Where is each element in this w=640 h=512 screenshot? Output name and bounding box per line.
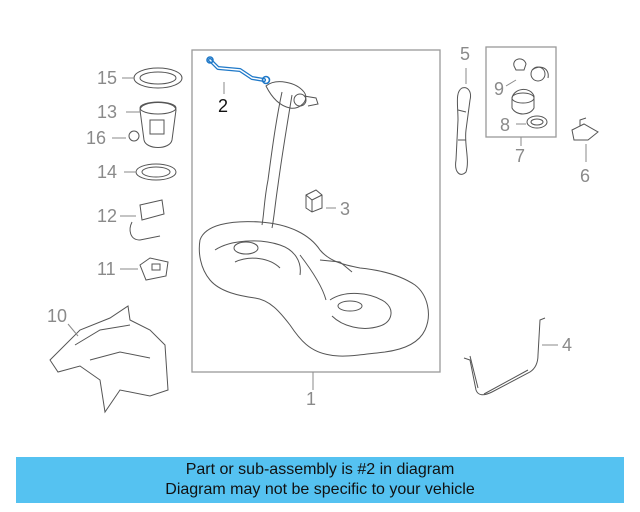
leader-9 (505, 79, 517, 87)
fuel-tank (198, 221, 429, 357)
part-3-bumper (305, 189, 323, 213)
banner-line-1: Part or sub-assembly is #2 in diagram (185, 461, 455, 478)
callout-8: 8 (500, 115, 510, 135)
callout-13: 13 (97, 102, 117, 122)
part-2-hose[interactable] (206, 56, 271, 85)
callout-4: 4 (562, 335, 572, 355)
part-6-clip (571, 117, 599, 141)
callout-15: 15 (97, 68, 117, 88)
part-16-bolt (128, 130, 140, 142)
part-8-seal (526, 115, 548, 129)
callout-14: 14 (97, 162, 117, 182)
callout-2: 2 (218, 96, 228, 116)
leader-10 (67, 323, 79, 337)
part-9-cap (513, 58, 549, 82)
part-12-sender (129, 199, 165, 241)
banner-line-2: Diagram may not be specific to your vehi… (165, 481, 475, 498)
part-4-strap (463, 317, 546, 396)
part-11-bracket (139, 257, 169, 281)
callout-10: 10 (47, 306, 67, 326)
callout-11: 11 (97, 259, 116, 279)
part-5-shield (455, 87, 471, 175)
info-banner: Part or sub-assembly is #2 in diagram Di… (16, 457, 624, 503)
filler-neck (261, 81, 319, 229)
filler-cap (511, 89, 535, 115)
callout-1: 1 (306, 389, 316, 409)
callout-3: 3 (340, 199, 350, 219)
part-14-ring (135, 163, 177, 181)
callout-7: 7 (515, 146, 525, 166)
part-13-pump (139, 101, 177, 148)
callout-12: 12 (97, 206, 117, 226)
callout-16: 16 (86, 128, 106, 148)
callout-9: 9 (494, 79, 504, 99)
callout-5: 5 (460, 44, 470, 64)
callout-6: 6 (580, 166, 590, 186)
part-10-shield (49, 305, 169, 414)
assembly-frame (191, 49, 441, 373)
part-15-ring (133, 67, 183, 89)
